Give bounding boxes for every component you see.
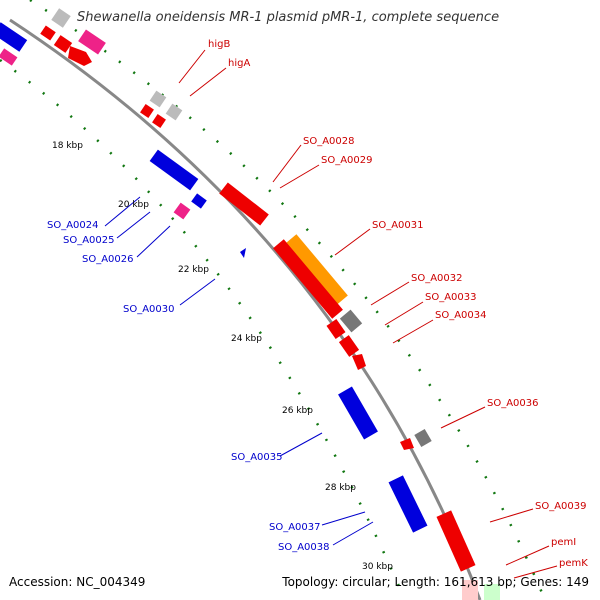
gene-features	[0, 8, 500, 600]
gene-block	[414, 428, 432, 448]
topology-summary: Topology: circular; Length: 161,613 bp; …	[281, 575, 589, 589]
gene-block	[51, 8, 71, 28]
gene-block	[462, 580, 478, 600]
gene-label-so-a0032: SO_A0032	[411, 273, 463, 284]
map-title: Shewanella oneidensis MR-1 plasmid pMR-1…	[77, 10, 499, 25]
gene-block	[40, 25, 56, 41]
gene-block	[149, 149, 199, 191]
gene-block	[436, 510, 476, 572]
gene-block	[339, 309, 363, 333]
gene-label-so-a0033: SO_A0033	[425, 292, 477, 303]
kbp-label: 30 kbp	[362, 562, 393, 572]
gene-label-so-a0031: SO_A0031	[372, 220, 424, 231]
gene-block	[273, 239, 343, 319]
gene-block	[140, 104, 154, 118]
gene-label-so-a0029: SO_A0029	[321, 155, 373, 166]
gene-label-so-a0036: SO_A0036	[487, 398, 539, 409]
gene-label-so-a0026: SO_A0026	[82, 254, 134, 265]
gene-label-pemK: pemK	[559, 558, 588, 569]
gene-label-so-a0039: SO_A0039	[535, 501, 587, 512]
gene-block	[338, 386, 378, 440]
gene-block	[326, 319, 346, 339]
kbp-label: 22 kbp	[178, 265, 209, 275]
gene-block	[219, 182, 269, 226]
gene-block	[78, 29, 106, 55]
gene-arrow	[400, 438, 414, 450]
kbp-label: 28 kbp	[325, 483, 356, 493]
gene-label-so-a0024: SO_A0024	[47, 220, 99, 231]
gene-block	[484, 584, 500, 600]
accession-text: Accession: NC_004349	[9, 575, 145, 589]
gene-block	[191, 193, 207, 209]
gene-label-pemI: pemI	[551, 537, 576, 548]
gene-label-higB: higB	[208, 39, 230, 50]
plasmid-backbone	[9, 18, 482, 600]
gene-label-so-a0038: SO_A0038	[278, 542, 330, 553]
gene-block	[0, 22, 28, 52]
gene-label-higA: higA	[228, 58, 250, 69]
kbp-label: 24 kbp	[231, 334, 262, 344]
gene-block	[388, 475, 428, 533]
gene-label-so-a0025: SO_A0025	[63, 235, 115, 246]
gene-label-so-a0030: SO_A0030	[123, 304, 175, 315]
kbp-label: 20 kbp	[118, 200, 149, 210]
gene-label-so-a0028: SO_A0028	[303, 136, 355, 147]
gene-arrow	[68, 46, 92, 66]
gene-block	[173, 202, 191, 220]
gene-label-so-a0037: SO_A0037	[269, 522, 321, 533]
gene-block	[53, 35, 73, 53]
leader-lines	[104, 49, 558, 579]
gene-block	[338, 335, 360, 357]
gene-arrow	[352, 354, 366, 370]
gene-block	[0, 48, 18, 66]
gene-block	[149, 90, 167, 108]
gene-label-so-a0035: SO_A0035	[231, 452, 283, 463]
gene-label-so-a0034: SO_A0034	[435, 310, 487, 321]
kbp-label: 18 kbp	[52, 141, 83, 151]
gene-block	[284, 234, 348, 306]
gene-block	[152, 114, 166, 128]
gene-block	[165, 103, 183, 121]
kbp-label: 26 kbp	[282, 406, 313, 416]
gene-arrow	[240, 248, 246, 258]
